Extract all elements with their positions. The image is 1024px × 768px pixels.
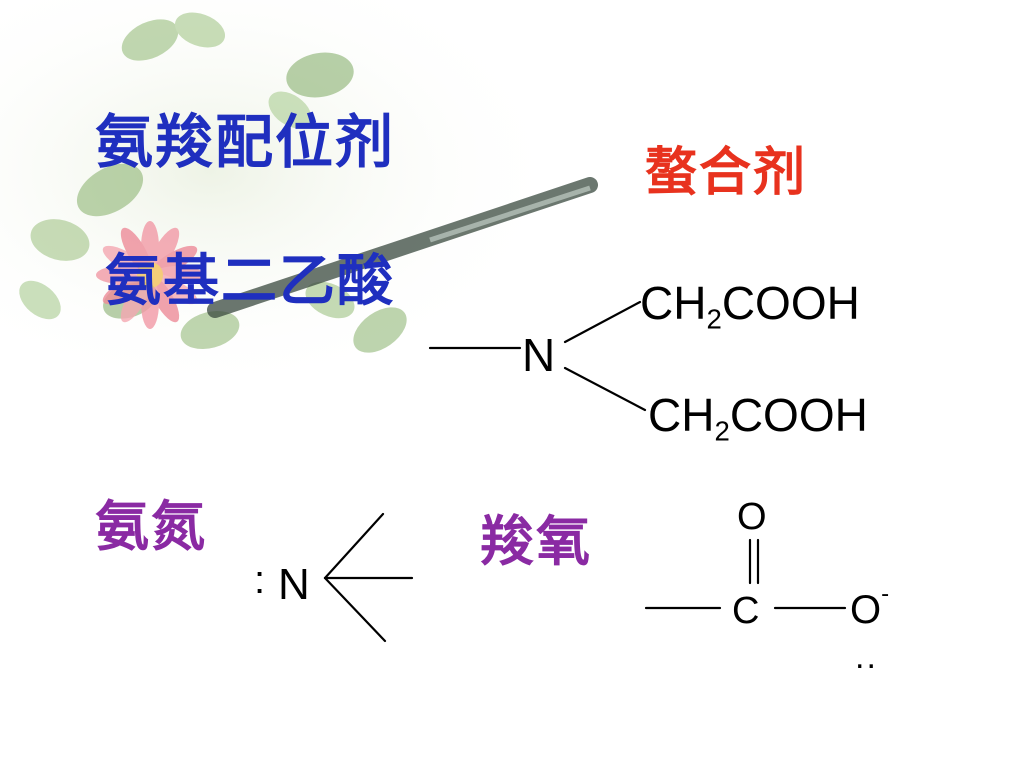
group-subscript: 2 [706,303,722,335]
group-prefix: CH [648,389,715,441]
group-ch2cooh-upper: CH2COOH [640,277,860,333]
title-aminocarboxylate-ligand: 氨羧配位剂 [95,108,396,176]
atom-carbon: C [732,590,760,632]
atom-nitrogen: N [522,329,556,381]
oxygen-symbol: O [850,588,882,632]
group-prefix: CH [640,277,707,329]
bond-upper [563,300,642,344]
group-suffix: COOH [721,277,860,329]
title-chelating-agent: 螯合剂 [645,142,808,203]
pen-icon [207,177,598,318]
group-ch2cooh-lower: CH2COOH [648,389,868,445]
label-carboxyl-oxygen: 羧氧 [480,509,592,573]
lone-pair-oxygen: .. [855,638,878,676]
group-subscript: 2 [714,415,730,447]
background-decoration [0,0,600,380]
flower-icon [96,221,204,329]
lone-pair-amine: : [254,558,266,602]
title-iminodiacetic-acid: 氨基二乙酸 [105,248,395,314]
atom-amine-nitrogen: N [278,560,310,609]
bond-amine-up [323,512,385,580]
group-suffix: COOH [729,389,868,441]
bond-amine-down [323,576,387,643]
negative-charge: - [881,580,890,608]
bond-lower [563,366,647,412]
atom-oxygen-right: O- [850,582,889,632]
atom-oxygen-top: O [737,496,767,538]
label-amine-nitrogen: 氨氮 [95,494,207,558]
